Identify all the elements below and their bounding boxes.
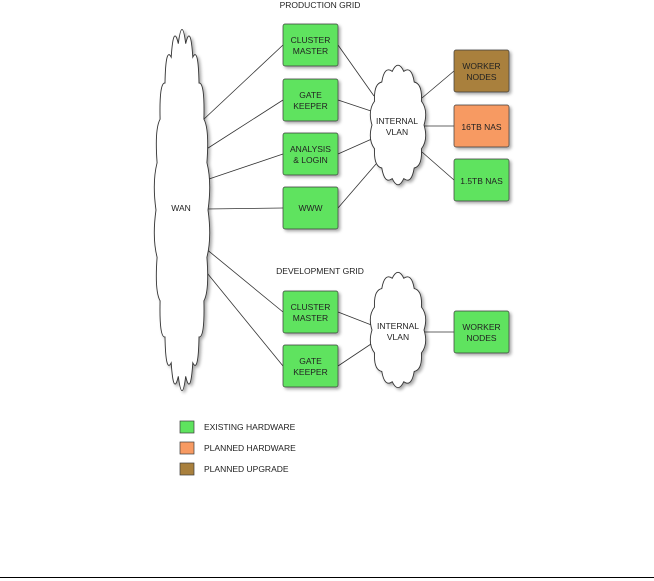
production-grid-title: PRODUCTION GRID xyxy=(280,0,361,10)
wan-label: WAN xyxy=(171,203,191,213)
legend-item-planned-upgrade: PLANNED UPGRADE xyxy=(179,462,289,476)
connector-line xyxy=(337,341,375,367)
production-vlan-label-line2: VLAN xyxy=(386,127,408,137)
legend-swatch-planned-hardware xyxy=(179,441,195,455)
development-vlan-label-line2: VLAN xyxy=(387,332,409,342)
development-internal-vlan-cloud: INTERNAL VLAN xyxy=(369,271,427,389)
connector-line xyxy=(205,153,284,181)
development-grid-title: DEVELOPMENT GRID xyxy=(276,266,364,276)
legend-label-planned-hardware: PLANNED HARDWARE xyxy=(204,443,296,453)
production-nas-16tb: 16TB NAS xyxy=(453,104,510,148)
svg-text:16TB NAS: 16TB NAS xyxy=(461,122,501,132)
svg-text:CLUSTER: CLUSTER xyxy=(291,302,331,312)
svg-text:WORKER: WORKER xyxy=(462,61,500,71)
svg-text:KEEPER: KEEPER xyxy=(293,367,328,377)
production-host-cluster-master: CLUSTER MASTER xyxy=(282,23,339,67)
connector-line xyxy=(204,99,284,151)
connector-line xyxy=(202,44,284,121)
production-host-www: WWW xyxy=(282,186,339,230)
production-host-analysis-login: ANALYSIS & LOGIN xyxy=(282,132,339,176)
connector-line xyxy=(204,247,284,313)
legend-label-planned-upgrade: PLANNED UPGRADE xyxy=(204,464,289,474)
svg-text:WWW: WWW xyxy=(298,203,322,213)
connector-line xyxy=(421,151,455,181)
svg-text:CLUSTER: CLUSTER xyxy=(291,35,331,45)
wan-cloud: WAN xyxy=(153,28,211,392)
svg-text:MASTER: MASTER xyxy=(293,46,328,56)
connector-line xyxy=(421,70,455,99)
development-vlan-cloud-shape xyxy=(369,271,427,389)
production-worker-nodes: WORKER NODES xyxy=(453,49,510,93)
production-vlan-cloud-shape xyxy=(369,64,427,186)
svg-text:GATE: GATE xyxy=(299,90,322,100)
legend-label-existing: EXISTING HARDWARE xyxy=(204,422,296,432)
svg-text:1.5TB NAS: 1.5TB NAS xyxy=(460,176,503,186)
connector-line xyxy=(205,207,284,210)
production-nas-1-5tb: 1.5TB NAS xyxy=(453,158,510,202)
connector-line xyxy=(337,163,377,209)
development-host-cluster-master: CLUSTER MASTER xyxy=(282,290,339,334)
legend-swatch-planned-upgrade xyxy=(179,462,195,476)
svg-text:MASTER: MASTER xyxy=(293,313,328,323)
legend-item-existing-hardware: EXISTING HARDWARE xyxy=(179,420,296,434)
connector-line xyxy=(337,137,375,155)
legend: EXISTING HARDWARE PLANNED HARDWARE PLANN… xyxy=(179,420,296,476)
svg-text:KEEPER: KEEPER xyxy=(293,101,328,111)
legend-swatch-existing xyxy=(179,420,195,434)
development-vlan-label-line1: INTERNAL xyxy=(377,321,419,331)
connector-line xyxy=(337,311,375,327)
production-internal-vlan-cloud: INTERNAL VLAN xyxy=(369,64,427,186)
production-vlan-label-line1: INTERNAL xyxy=(376,116,418,126)
svg-text:NODES: NODES xyxy=(466,333,497,343)
svg-text:& LOGIN: & LOGIN xyxy=(293,155,327,165)
production-host-gate-keeper: GATE KEEPER xyxy=(282,78,339,122)
svg-text:ANALYSIS: ANALYSIS xyxy=(290,144,331,154)
svg-text:NODES: NODES xyxy=(466,72,497,82)
wan-cloud-shape xyxy=(153,28,211,392)
connector-line xyxy=(202,267,284,367)
connector-lines xyxy=(202,44,455,367)
svg-text:WORKER: WORKER xyxy=(462,322,500,332)
development-host-gate-keeper: GATE KEEPER xyxy=(282,344,339,388)
legend-item-planned-hardware: PLANNED HARDWARE xyxy=(179,441,296,455)
page-bottom-rule xyxy=(0,577,654,578)
connector-line xyxy=(337,99,375,113)
development-worker-nodes: WORKER NODES xyxy=(453,310,510,354)
svg-text:GATE: GATE xyxy=(299,356,322,366)
connector-line xyxy=(337,44,375,97)
